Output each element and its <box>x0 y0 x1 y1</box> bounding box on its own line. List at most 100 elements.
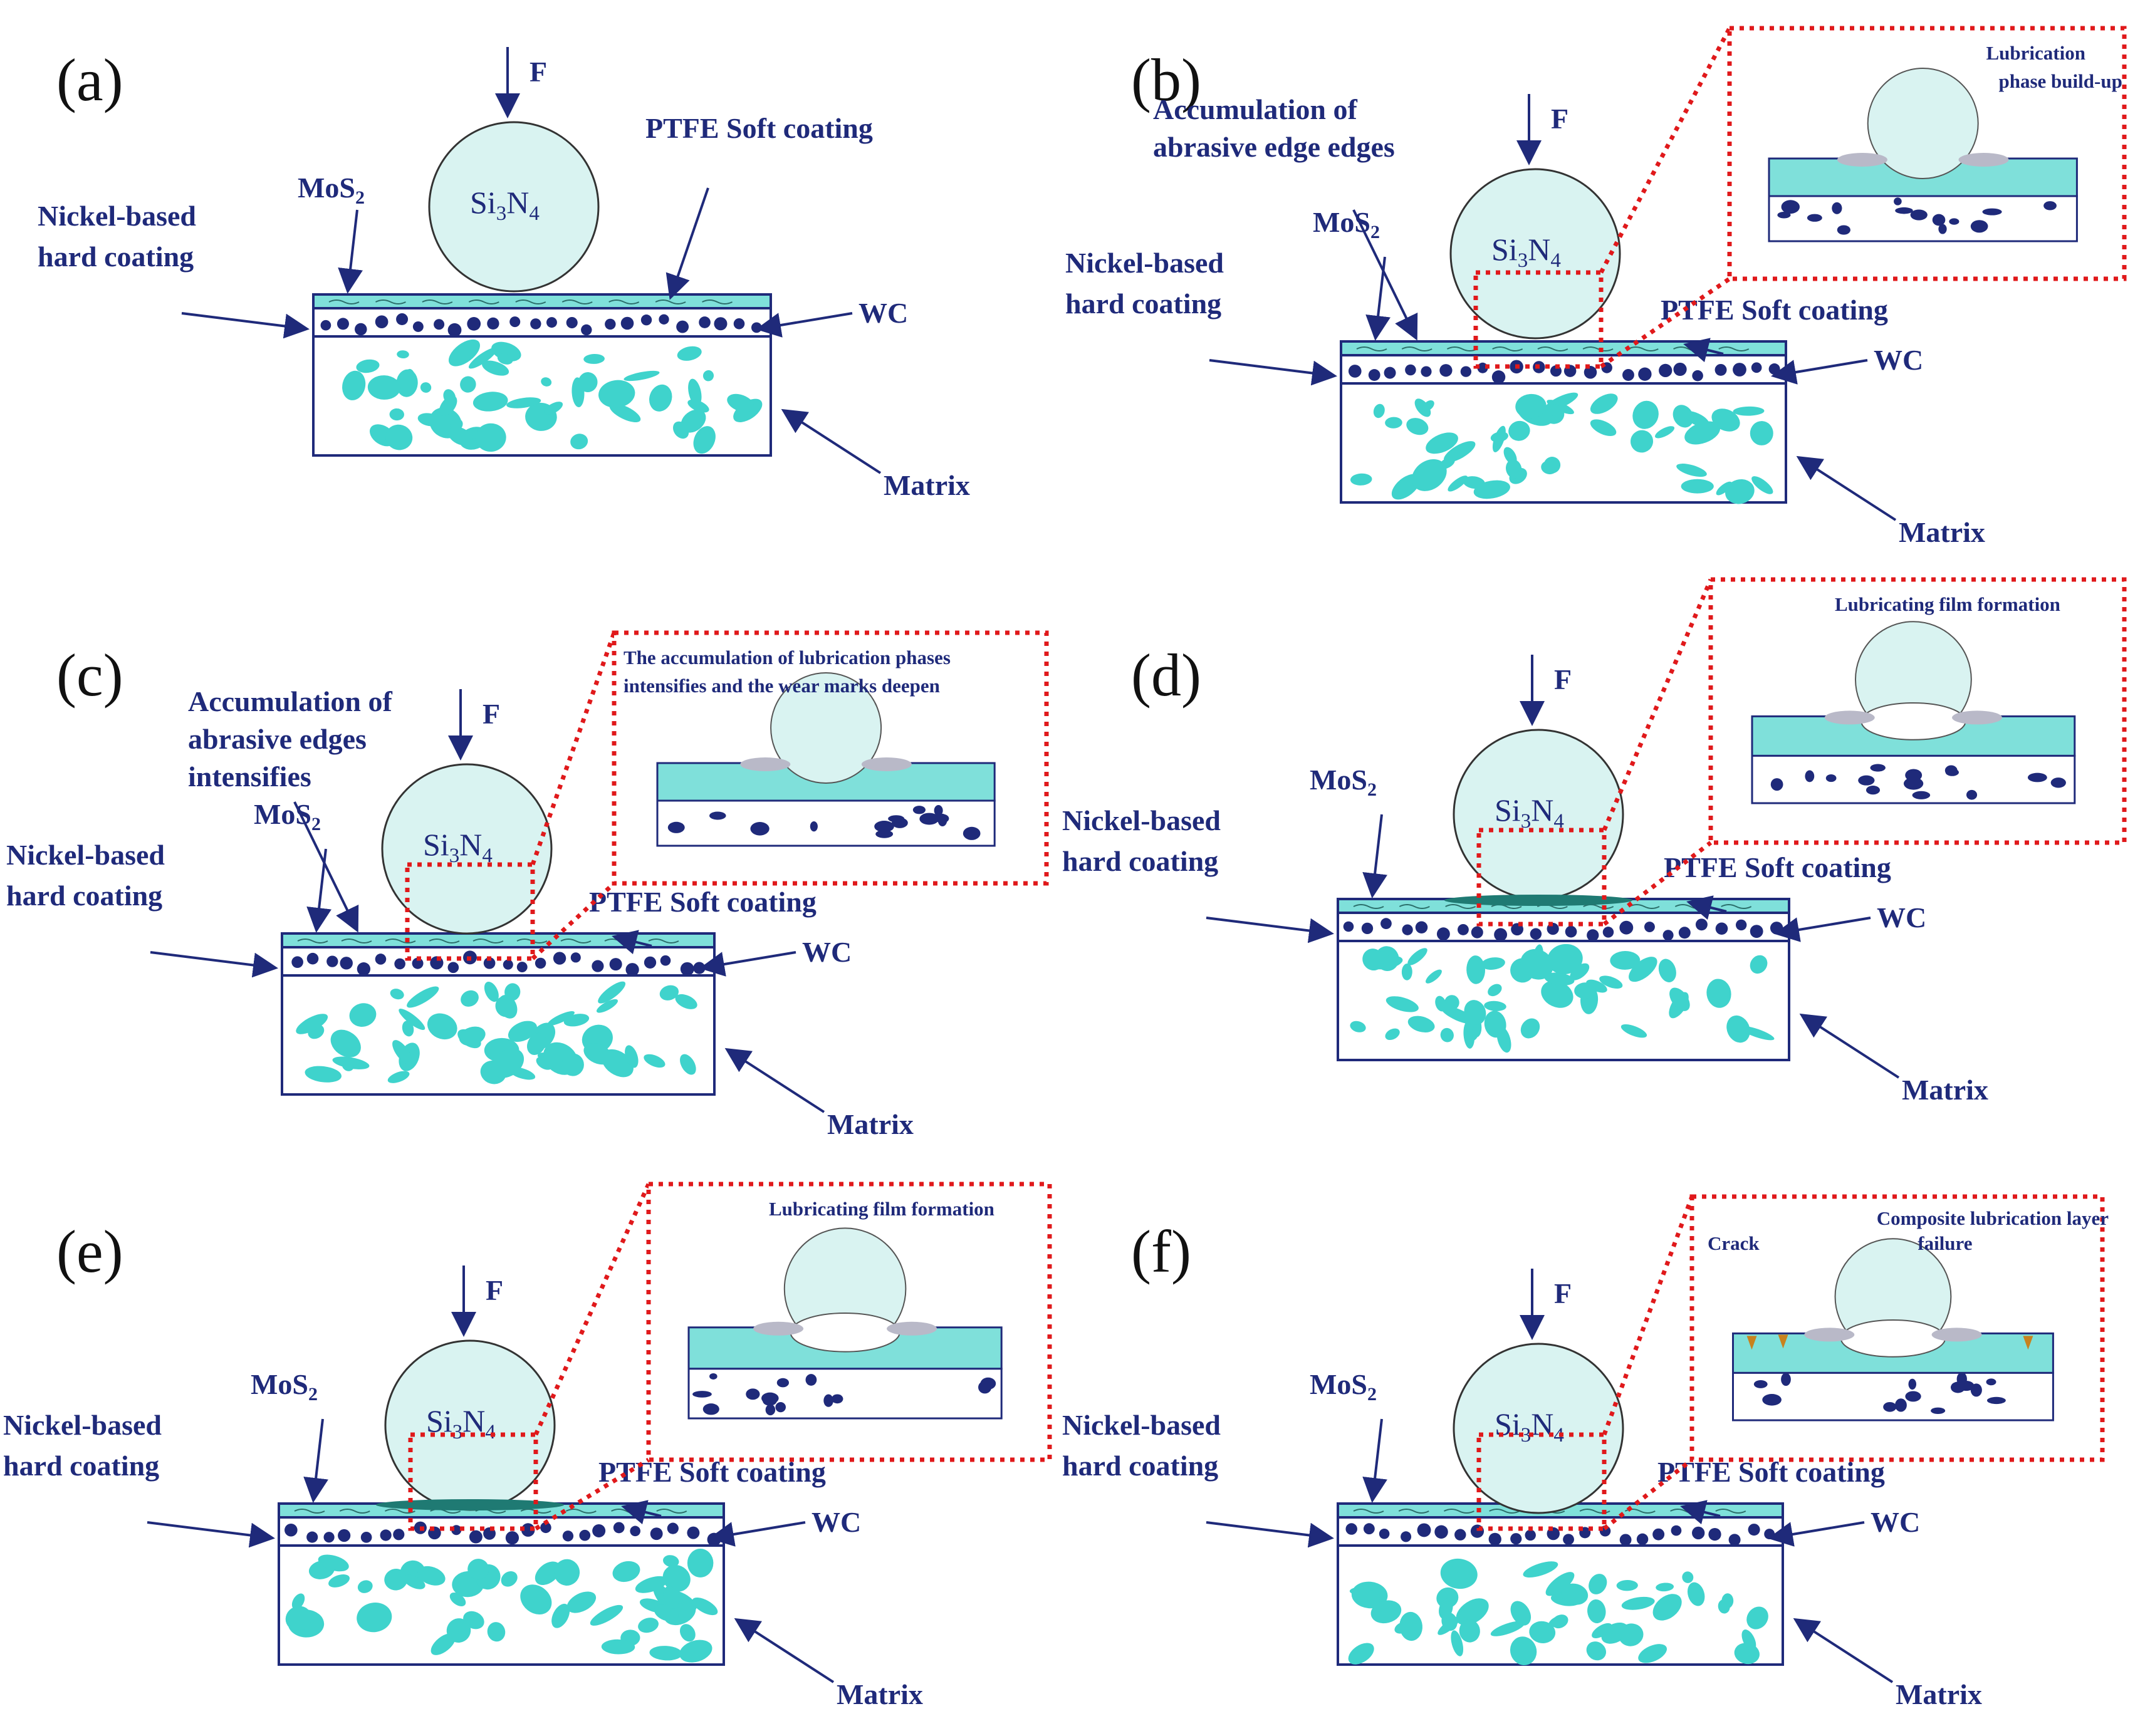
matrix-particle <box>296 1014 328 1034</box>
wc-label: WC <box>1871 1506 1920 1538</box>
wc-particle <box>1638 367 1652 381</box>
formula-subscript: 3 <box>452 1421 463 1443</box>
abrasive-edge-label-line1: Accumulation of <box>1153 93 1358 125</box>
matrix-particle <box>1746 1606 1768 1629</box>
matrix-particle <box>1610 951 1641 970</box>
wc-particle <box>1644 922 1655 932</box>
wc-particle <box>650 1527 663 1541</box>
matrix-particle <box>1561 1583 1589 1605</box>
matrix-particle <box>1618 1623 1644 1646</box>
wc-particle <box>1673 362 1687 377</box>
matrix-particle <box>1407 1016 1435 1032</box>
formula-text: MoS <box>1313 206 1370 238</box>
inset-wc-particle <box>1781 200 1800 214</box>
si3n4-label: Si3N4 <box>426 1403 496 1443</box>
force-label: F <box>1551 103 1568 135</box>
matrix-particle <box>1599 975 1623 989</box>
crack-mark <box>1778 1334 1788 1349</box>
inset-caption-line1: Composite lubrication layer <box>1877 1207 2109 1229</box>
nickel-hard-coating-layer <box>1337 1516 1784 1547</box>
matrix-particle <box>367 375 401 400</box>
formula-subscript: 2 <box>355 187 365 208</box>
matrix-particle <box>1716 481 1732 496</box>
force-label: F <box>1554 663 1572 695</box>
inset-wc-particle <box>1905 1391 1921 1402</box>
matrix-particle <box>468 347 498 369</box>
wc-particle <box>337 318 349 330</box>
matrix-particle <box>1406 418 1429 435</box>
formula-subscript: 4 <box>529 202 540 225</box>
inset-wc-particle <box>810 821 818 832</box>
wc-particle <box>1748 1524 1760 1536</box>
nickel-label-line2: hard coating <box>1062 1450 1218 1482</box>
wc-particle <box>430 956 444 970</box>
soft-coating-texture <box>375 299 406 304</box>
inset-wc-particle <box>1910 209 1928 221</box>
matrix-particle <box>583 353 605 364</box>
inset-wc-particle <box>934 805 943 816</box>
soft-coating-texture <box>1445 904 1476 909</box>
matrix-particle <box>583 1043 612 1065</box>
inset-wc-particle <box>1966 789 1978 800</box>
abrasive-edge-label-line2: abrasive edges <box>188 723 367 755</box>
wc-particle <box>483 957 496 969</box>
matrix-particle <box>1658 959 1676 982</box>
wc-particle <box>487 317 499 330</box>
wc-particle <box>592 960 604 972</box>
soft-coating-texture <box>656 1509 687 1514</box>
wc-particle <box>1622 369 1634 381</box>
matrix-particle <box>677 346 702 361</box>
matrix-particle <box>484 981 499 1002</box>
inset-wc-particle <box>1986 1378 1996 1386</box>
wc-particle <box>546 317 557 328</box>
inset-caption-line2: failure <box>1918 1232 1972 1254</box>
wc-particle <box>1671 1525 1682 1536</box>
matrix-particle <box>1459 1619 1480 1643</box>
wc-particle <box>284 1523 298 1537</box>
matrix-particle <box>1488 984 1502 997</box>
wc-label: WC <box>1877 902 1926 933</box>
formula-text: MoS <box>251 1368 308 1400</box>
nickel-label-line1: Nickel-based <box>3 1409 162 1441</box>
inset-wc-particle <box>1837 225 1850 235</box>
soft-coating-texture <box>565 1509 597 1514</box>
wc-particle <box>553 952 566 965</box>
inset-wc-particle <box>937 813 947 827</box>
soft-coating-texture <box>1399 904 1430 909</box>
matrix-particle <box>389 408 404 421</box>
matrix-particle <box>1370 1600 1402 1624</box>
soft-coating-texture <box>297 938 328 943</box>
matrix-particle <box>1547 943 1583 975</box>
matrix-particle <box>399 1009 425 1031</box>
nickel-label-line1: Nickel-based <box>1062 804 1221 836</box>
ptfe-label: PTFE Soft coating <box>589 886 817 918</box>
matrix-particle <box>1448 476 1468 492</box>
matrix-particle <box>501 1571 518 1587</box>
matrix-particle <box>547 1011 575 1026</box>
zoom-connector <box>1599 27 1732 274</box>
matrix-particle <box>1733 406 1765 416</box>
matrix-particle <box>1350 1021 1366 1032</box>
soft-coating-texture <box>1537 346 1568 351</box>
matrix-particle <box>1399 1611 1422 1641</box>
wc-particle <box>357 962 371 976</box>
soft-coating-texture <box>384 1509 415 1514</box>
matrix-particle <box>702 370 714 382</box>
matrix-particle <box>1490 1621 1525 1636</box>
abrasive-edge-arrow <box>293 801 359 933</box>
inset-wc-particle <box>1895 1398 1907 1412</box>
wc-particle <box>434 319 445 330</box>
matrix-particle <box>392 1040 412 1064</box>
inset-lubricant-left <box>753 1321 804 1336</box>
matrix-particle <box>590 1604 624 1626</box>
inset-wc-particle <box>1949 218 1960 225</box>
wc-particle <box>447 323 462 337</box>
wc-particle <box>581 324 592 336</box>
matrix-particle <box>1682 1571 1694 1583</box>
wc-particle <box>509 316 521 328</box>
inset-wc-particle <box>831 1394 843 1404</box>
matrix-particle <box>357 1580 373 1593</box>
wc-particle <box>1619 920 1634 935</box>
inset-wc-particle <box>912 806 926 814</box>
wc-particle <box>1525 1529 1536 1541</box>
